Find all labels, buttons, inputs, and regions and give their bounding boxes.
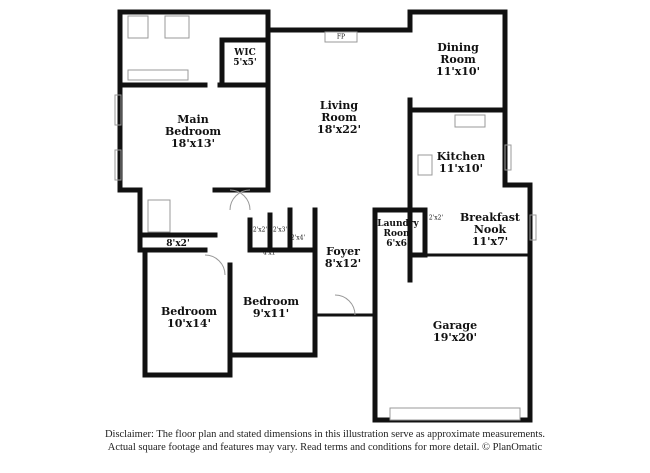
room-dim: 11'x7': [471, 235, 509, 248]
closet-label: 4'x1': [262, 249, 278, 257]
room-name: Kitchen: [436, 150, 486, 163]
closet-label: 2'x2': [428, 214, 444, 222]
room-dim: 19'x20': [433, 331, 477, 344]
room-dim: 18'x13': [171, 137, 215, 150]
room-name: WIC: [234, 48, 256, 58]
room-name: Main Bedroom: [164, 113, 222, 138]
fireplace-label: FP: [336, 33, 346, 41]
room-dim: 11'x10': [439, 162, 483, 175]
fixtures: [114, 15, 537, 421]
room-name: Laundry Room: [377, 219, 419, 239]
disclaimer: Disclaimer: The floor plan and stated di…: [0, 428, 650, 454]
room-name: Breakfast Nook: [460, 211, 520, 236]
closet-label: 2'x3': [272, 226, 288, 234]
room-dim: 6'x6': [386, 239, 410, 249]
closet-label: 2'x2': [252, 226, 268, 234]
disclaimer-line: Disclaimer: The floor plan and stated di…: [104, 429, 546, 440]
room-name: Bedroom: [242, 295, 300, 308]
disclaimer-line: Actual square footage and features may v…: [107, 442, 543, 453]
room-name: Garage: [432, 319, 478, 332]
closet-label: 2'x4': [290, 234, 306, 242]
room-name: Dining Room: [437, 41, 479, 66]
room-dim: 11'x10': [436, 65, 480, 78]
room-dim: 9'x11': [252, 307, 290, 320]
room-name: Foyer: [326, 245, 360, 258]
room-dim: 5'x5': [233, 58, 257, 68]
room-dim: 8'x12': [324, 257, 362, 270]
closet-label: 8'x2': [166, 239, 190, 249]
room-dim: 18'x22': [317, 123, 361, 136]
room-name: Bedroom: [160, 305, 218, 318]
room-name: Living Room: [319, 99, 359, 124]
room-dim: 10'x14': [167, 317, 211, 330]
